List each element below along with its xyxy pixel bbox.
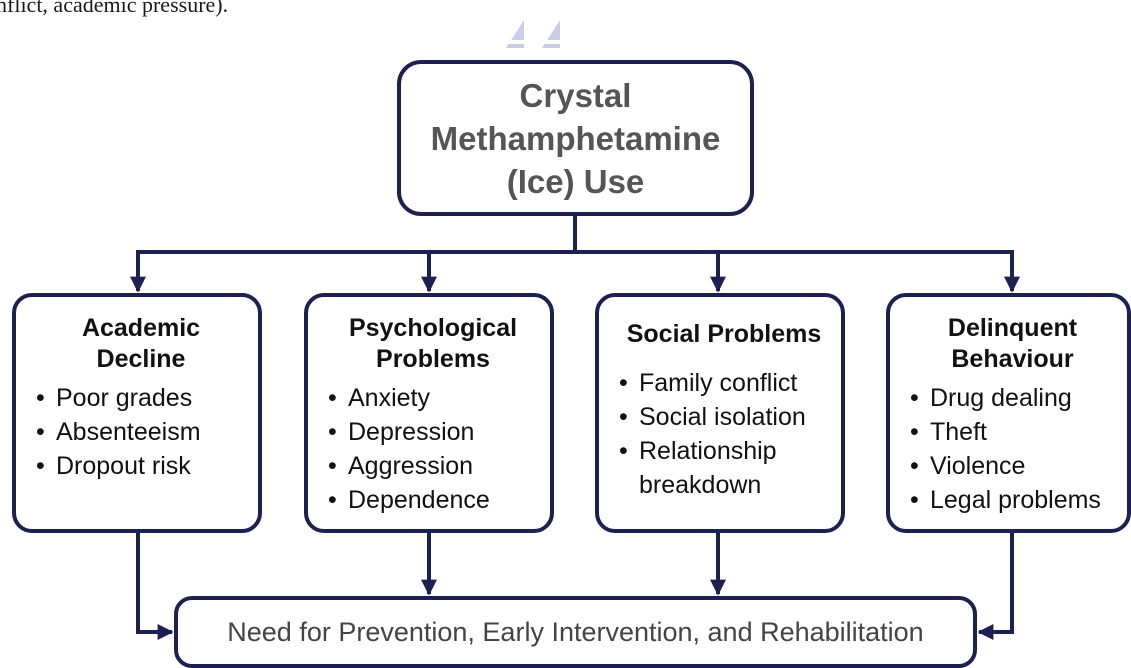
category-title: Social Problems <box>626 320 822 348</box>
category-delinquent-behaviour: Delinquent Behaviour Drug dealing Theft … <box>886 293 1131 533</box>
list-item: Anxiety <box>328 381 538 415</box>
list-item: Social isolation <box>619 400 829 434</box>
category-social-problems: Social Problems Family conflict Social i… <box>595 293 845 533</box>
category-list: Poor grades Absenteeism Dropout risk <box>36 381 246 483</box>
list-item: Drug dealing <box>910 381 1115 415</box>
category-title: Academic Decline <box>81 314 201 373</box>
category-psychological-problems: Psychological Problems Anxiety Depressio… <box>304 293 554 533</box>
list-item: Relationship breakdown <box>619 434 829 502</box>
category-title: Psychological Problems <box>348 314 518 373</box>
list-item: Aggression <box>328 449 538 483</box>
watermark-logo-icon <box>504 20 568 48</box>
list-item: Dropout risk <box>36 449 246 483</box>
central-node: Crystal Methamphetamine (Ice) Use <box>397 60 754 216</box>
arrow-delinquent-to-outcome <box>977 533 1014 640</box>
list-item: Violence <box>910 449 1115 483</box>
list-item: Theft <box>910 415 1115 449</box>
list-item: Depression <box>328 415 538 449</box>
outcome-node: Need for Prevention, Early Intervention,… <box>174 596 977 668</box>
category-academic-decline: Academic Decline Poor grades Absenteeism… <box>12 293 262 533</box>
outcome-label: Need for Prevention, Early Intervention,… <box>227 616 924 647</box>
arrow-academic-to-outcome <box>136 533 174 640</box>
category-list: Family conflict Social isolation Relatio… <box>619 366 829 502</box>
cut-off-text: nflict, academic pressure). <box>0 0 229 17</box>
category-list: Drug dealing Theft Violence Legal proble… <box>910 381 1115 517</box>
category-list: Anxiety Depression Aggression Dependence <box>328 381 538 517</box>
list-item: Poor grades <box>36 381 246 415</box>
category-title: Delinquent Behaviour <box>947 314 1078 373</box>
list-item: Dependence <box>328 483 538 517</box>
list-item: Legal problems <box>910 483 1115 517</box>
list-item: Absenteeism <box>36 415 246 449</box>
central-node-title: Crystal Methamphetamine (Ice) Use <box>430 76 721 200</box>
list-item: Family conflict <box>619 366 829 400</box>
